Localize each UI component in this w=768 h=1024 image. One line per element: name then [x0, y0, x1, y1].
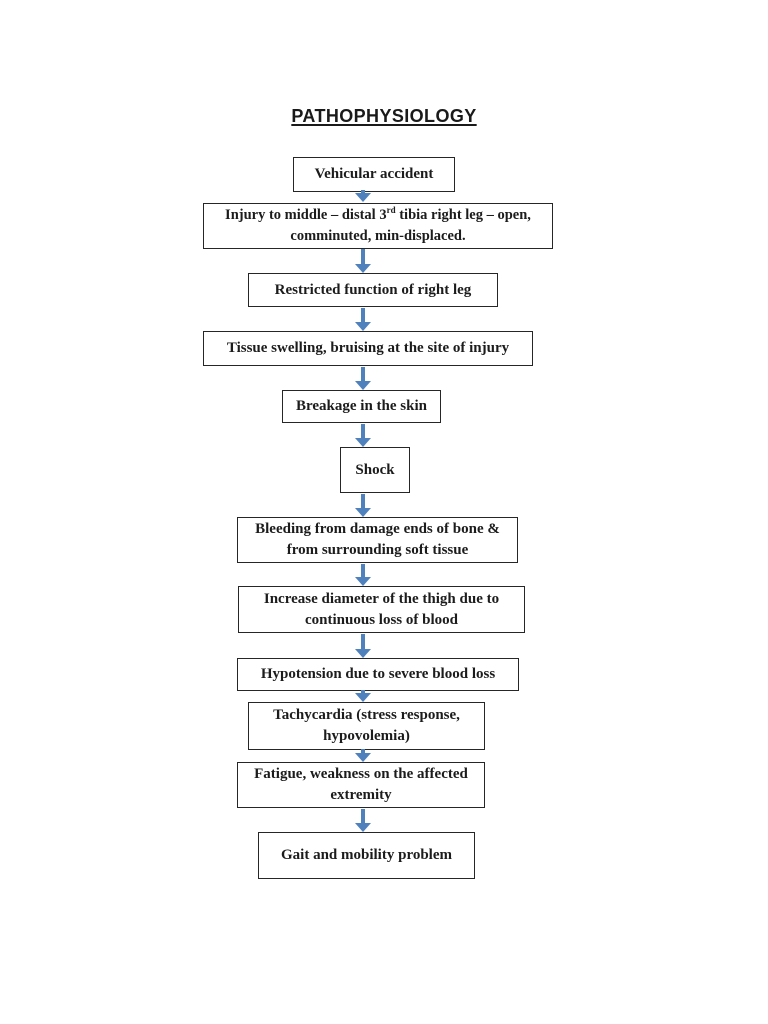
superscript-ordinal: rd: [386, 205, 396, 216]
arrow-head: [355, 322, 371, 331]
down-arrow-icon: [355, 367, 371, 390]
arrow-head: [355, 264, 371, 273]
flow-node-label: Injury to middle – distal 3rd tibia righ…: [207, 205, 549, 247]
arrow-stem: [361, 634, 365, 649]
flow-node-fatigue-weakness: Fatigue, weakness on the affected extrem…: [237, 762, 485, 808]
flow-node-vehicular-accident: Vehicular accident: [293, 157, 455, 192]
arrow-head: [355, 649, 371, 658]
flow-node-tissue-swelling: Tissue swelling, bruising at the site of…: [203, 331, 533, 366]
flow-node-label: Hypotension due to severe blood loss: [260, 666, 496, 682]
down-arrow-icon: [355, 308, 371, 331]
arrow-head: [355, 577, 371, 586]
arrow-stem: [361, 424, 365, 438]
down-arrow-icon: [355, 690, 371, 702]
arrow-stem: [361, 809, 365, 823]
flow-node-label: Breakage in the skin: [296, 398, 427, 414]
arrow-head: [355, 693, 371, 702]
flow-node-breakage-skin: Breakage in the skin: [282, 390, 441, 423]
flow-node-label: Shock: [355, 461, 395, 478]
flow-node-label: Tachycardia (stress response, hypovolemi…: [273, 707, 460, 744]
flow-node-label: Increase diameter of the thigh due to co…: [263, 590, 500, 628]
flow-node-hypotension: Hypotension due to severe blood loss: [237, 658, 519, 691]
flow-node-restricted-function: Restricted function of right leg: [248, 273, 498, 307]
label-part-pre: Injury to middle – distal 3: [225, 207, 387, 223]
flow-node-shock: Shock: [340, 447, 410, 493]
arrow-head: [355, 508, 371, 517]
arrow-stem: [361, 367, 365, 381]
down-arrow-icon: [355, 749, 371, 762]
down-arrow-icon: [355, 249, 371, 273]
down-arrow-icon: [355, 634, 371, 658]
flow-node-label: Tissue swelling, bruising at the site of…: [226, 340, 510, 356]
arrow-head: [355, 823, 371, 832]
arrow-head: [355, 193, 371, 202]
flow-node-label: Bleeding from damage ends of bone & from…: [255, 521, 500, 558]
flow-node-injury-to-tibia: Injury to middle – distal 3rd tibia righ…: [203, 203, 553, 249]
arrow-stem: [361, 249, 365, 264]
flow-node-label: Fatigue, weakness on the affected extrem…: [254, 766, 468, 803]
flow-node-label: Gait and mobility problem: [281, 847, 452, 863]
arrow-stem: [361, 564, 365, 577]
down-arrow-icon: [355, 809, 371, 832]
arrow-stem: [361, 308, 365, 322]
arrow-stem: [361, 494, 365, 508]
page-title: PATHOPHYSIOLOGY: [291, 106, 477, 126]
arrow-head: [355, 753, 371, 762]
down-arrow-icon: [355, 424, 371, 447]
flow-node-bleeding-bone-ends: Bleeding from damage ends of bone & from…: [237, 517, 518, 563]
flow-node-label: Restricted function of right leg: [274, 281, 472, 298]
flow-node-label: Vehicular accident: [314, 166, 434, 182]
down-arrow-icon: [355, 564, 371, 586]
flow-node-tachycardia: Tachycardia (stress response, hypovolemi…: [248, 702, 485, 750]
flow-node-increase-thigh-diameter: Increase diameter of the thigh due to co…: [238, 586, 525, 633]
label-part-post: tibia right leg – open, comminuted, min-…: [290, 207, 531, 244]
arrow-head: [355, 438, 371, 447]
down-arrow-icon: [355, 494, 371, 517]
arrow-head: [355, 381, 371, 390]
flow-node-gait-mobility-problem: Gait and mobility problem: [258, 832, 475, 879]
